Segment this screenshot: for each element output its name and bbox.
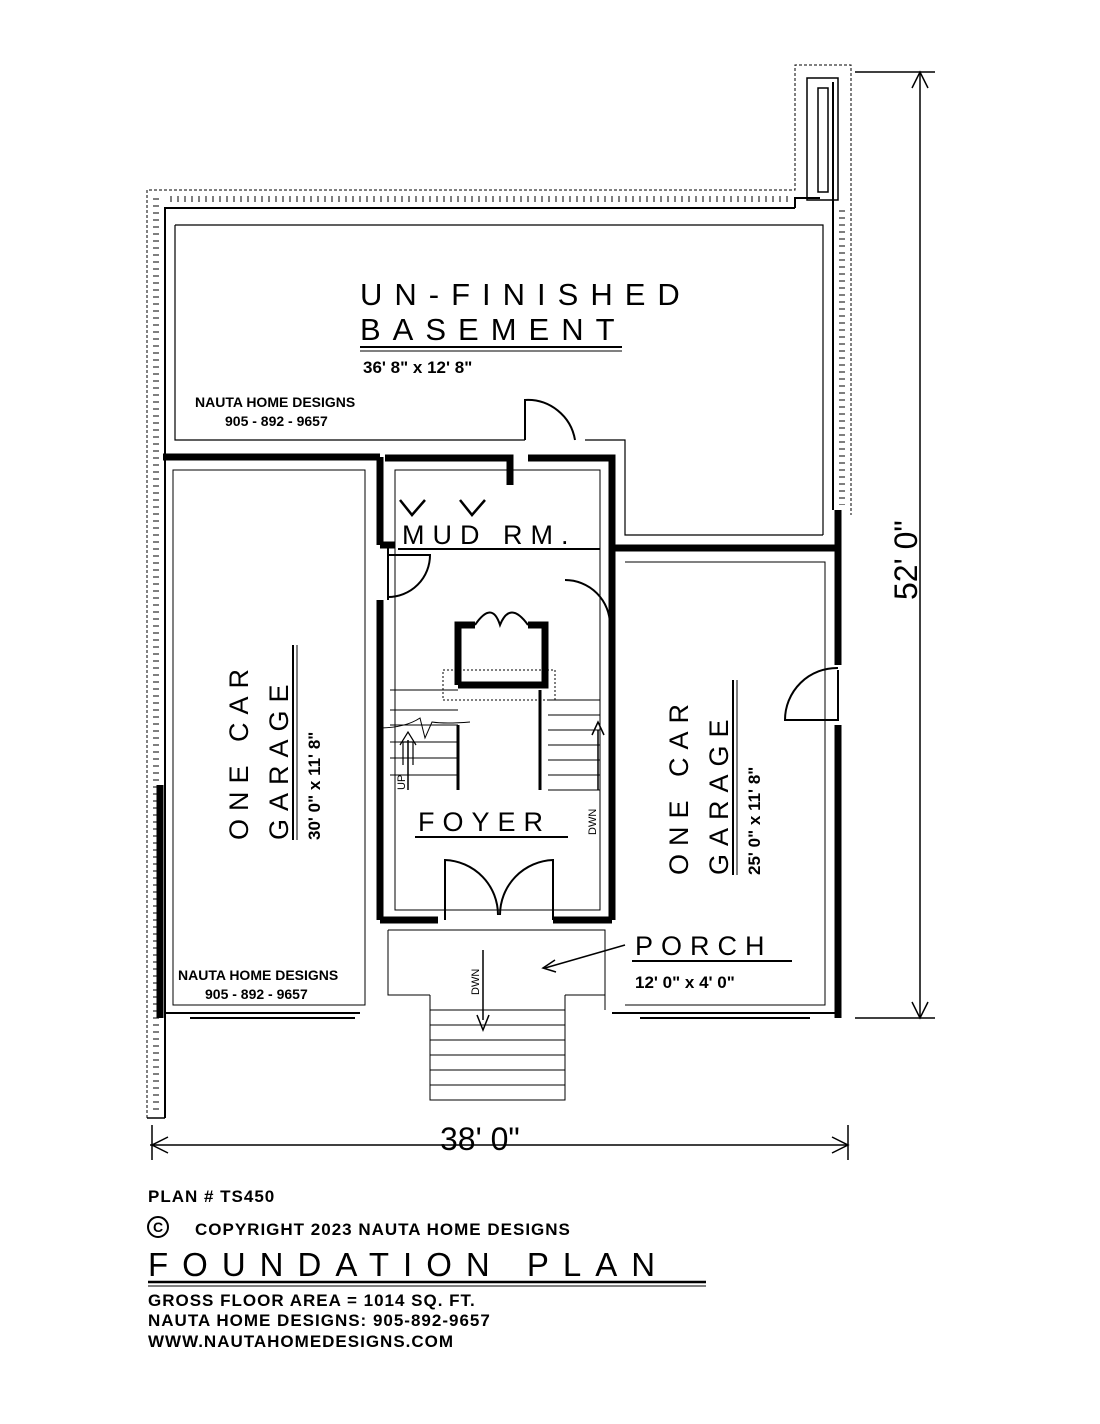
stairs-down-label: DWN — [587, 809, 599, 835]
porch-label: PORCH — [635, 931, 773, 961]
basement-outline — [174, 224, 824, 536]
left-garage-line1: ONE CAR — [224, 661, 254, 840]
copyright-circle — [147, 1216, 169, 1238]
foundation-walls — [146, 64, 852, 1119]
right-garage-label: ONE CAR GARAGE 25' 0" x 11' 8" — [664, 680, 764, 875]
overall-depth: 52' 0" — [888, 520, 924, 600]
left-garage-size: 30' 0" x 11' 8" — [305, 732, 324, 840]
website: WWW.NAUTAHOMEDESIGNS.COM — [148, 1332, 454, 1351]
stairs-up-label: UP — [396, 775, 408, 790]
door-swings — [380, 398, 839, 920]
basement-size: 36' 8" x 12' 8" — [363, 358, 472, 377]
porch-stairs-down-label: DWN — [470, 969, 482, 995]
stairs — [377, 669, 600, 1101]
right-garage-size: 25' 0" x 11' 8" — [745, 767, 764, 875]
watermark-1-name: NAUTA HOME DESIGNS — [195, 394, 355, 410]
basement-label-line1: UN-FINISHED — [360, 277, 692, 312]
plan-title: FOUNDATION PLAN — [148, 1246, 669, 1283]
watermark-2-phone: 905 - 892 - 9657 — [205, 986, 308, 1002]
plan-number: PLAN # TS450 — [148, 1187, 275, 1206]
watermark-2-name: NAUTA HOME DESIGNS — [178, 967, 338, 983]
garage-doors — [165, 1012, 838, 1019]
thin-walls — [172, 469, 826, 1010]
interior-walls — [156, 453, 842, 1018]
gross-floor-area: GROSS FLOOR AREA = 1014 SQ. FT. — [148, 1291, 476, 1310]
dimension-lines — [150, 70, 935, 1160]
mud-room-hooks — [399, 499, 486, 517]
mud-room-label: MUD RM. — [402, 520, 576, 550]
phone-line: NAUTA HOME DESIGNS: 905-892-9657 — [148, 1311, 491, 1330]
porch-size: 12' 0" x 4' 0" — [635, 973, 735, 992]
right-garage-line1: ONE CAR — [664, 696, 694, 875]
copyright-symbol: C — [153, 1219, 163, 1235]
basement-label-line2: BASEMENT — [360, 312, 627, 347]
copyright-text: COPYRIGHT 2023 NAUTA HOME DESIGNS — [195, 1220, 571, 1239]
right-garage-line2: GARAGE — [704, 711, 734, 875]
left-garage-line2: GARAGE — [264, 676, 294, 840]
stair-arrows — [399, 720, 626, 1033]
left-garage-label: ONE CAR GARAGE 30' 0" x 11' 8" — [224, 645, 324, 840]
overall-width: 38' 0" — [440, 1121, 520, 1157]
foyer-label: FOYER — [418, 807, 551, 837]
watermark-1-phone: 905 - 892 - 9657 — [225, 413, 328, 429]
